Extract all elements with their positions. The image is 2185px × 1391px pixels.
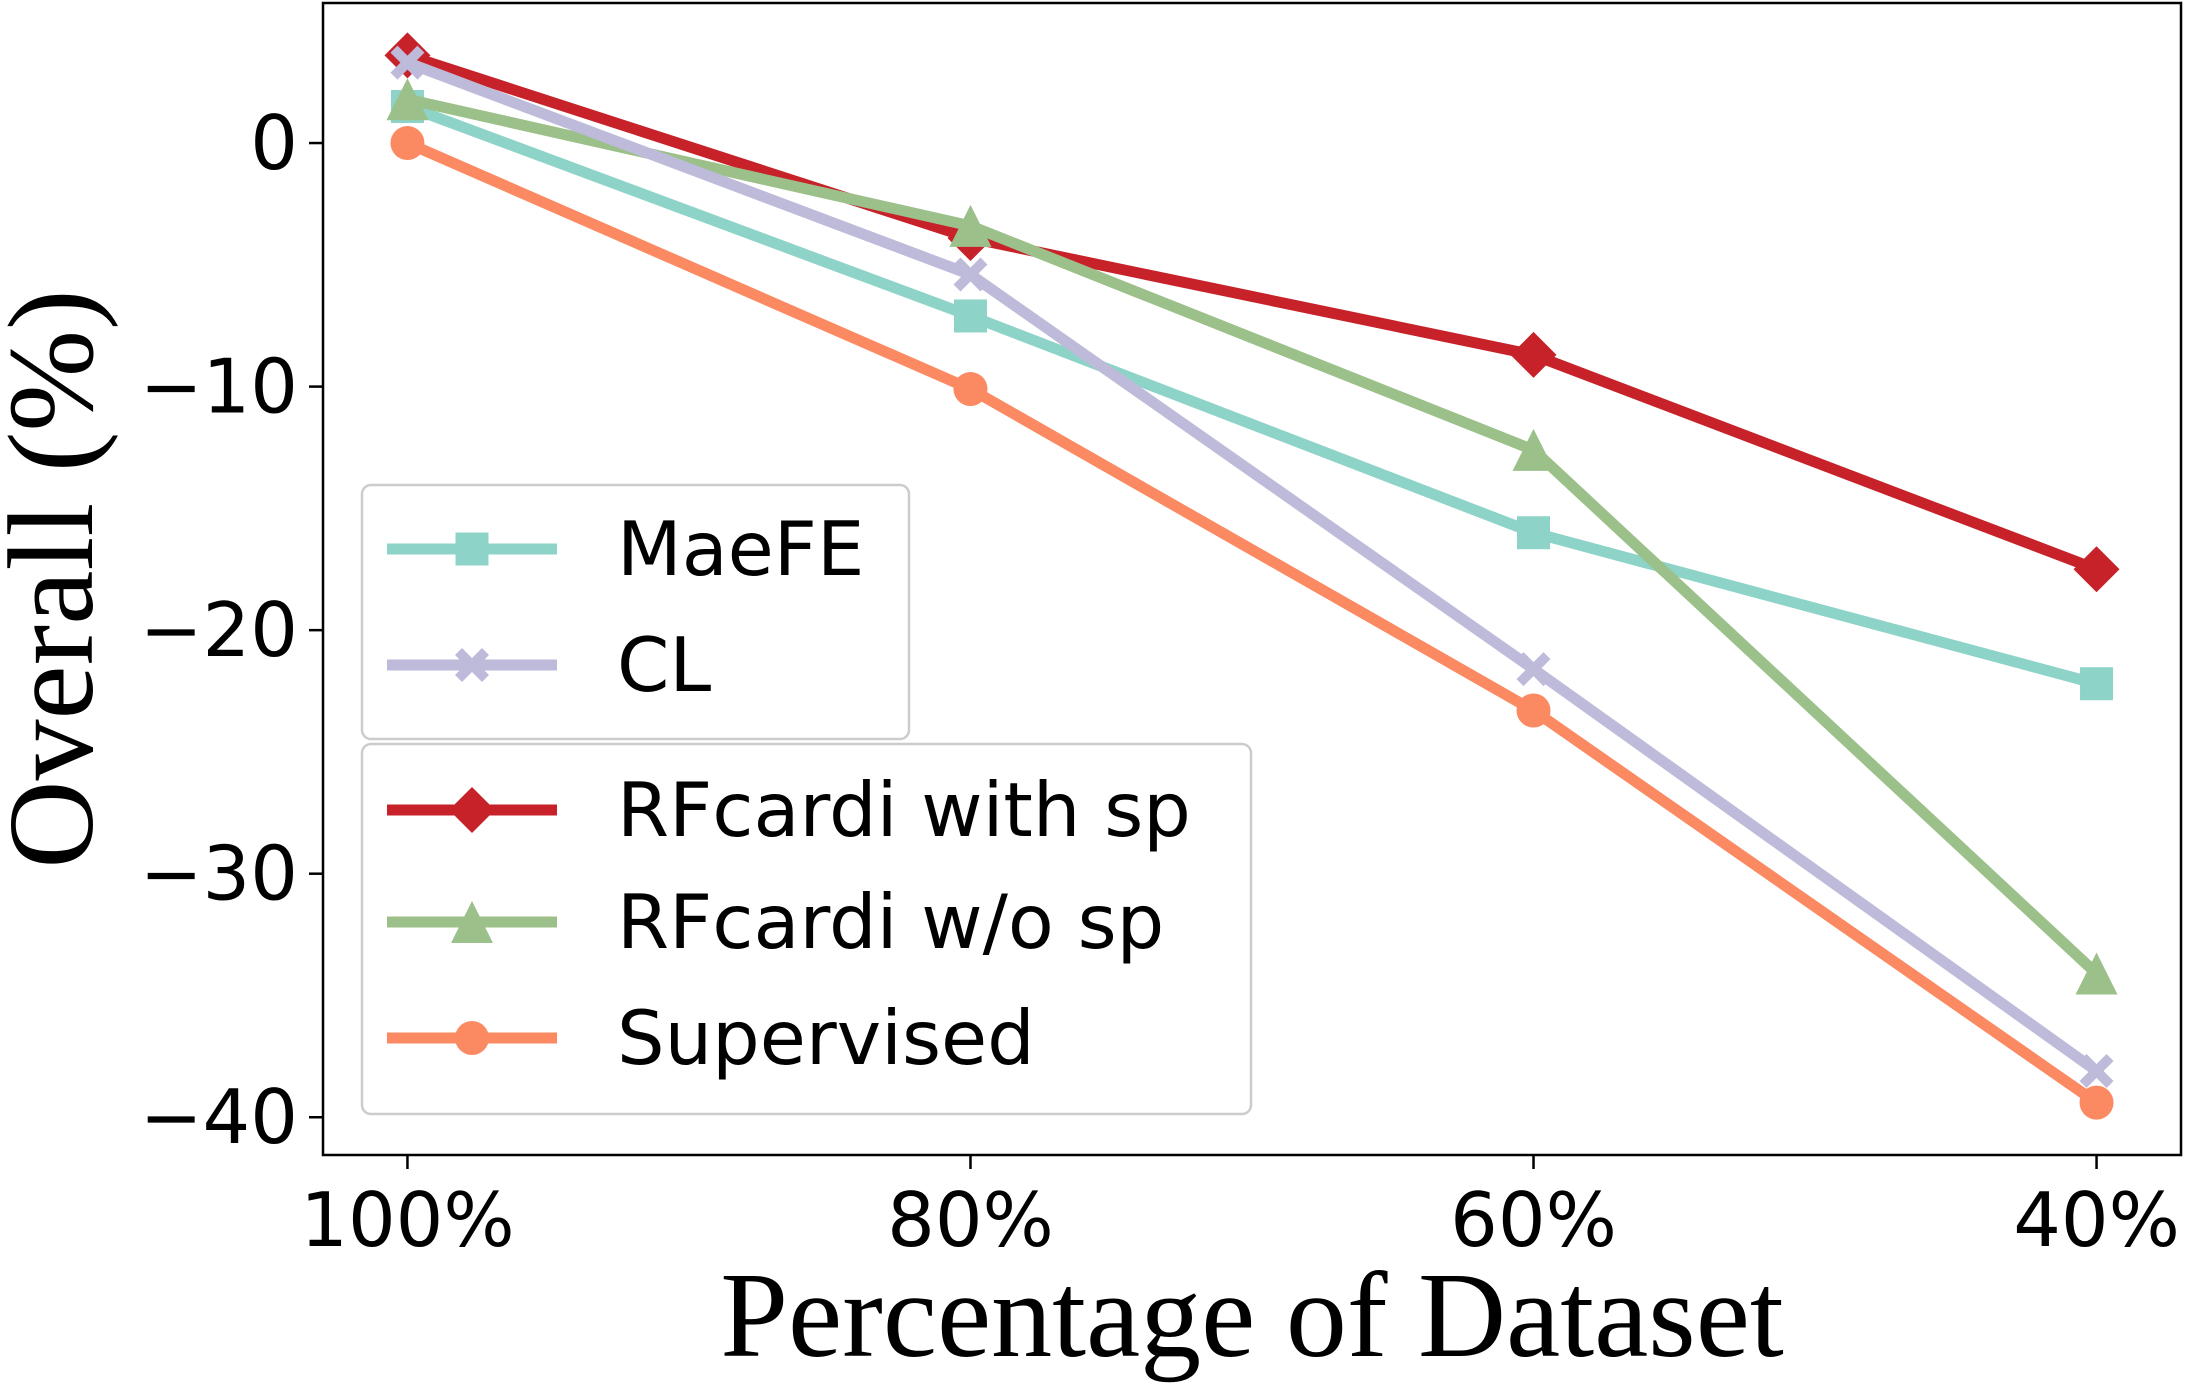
plot-area [384, 32, 2120, 1120]
y-tick-label: −30 [140, 830, 298, 918]
data-point-rfcardi-w-o-sp-80 [949, 204, 992, 247]
legend-marker-cl [455, 648, 489, 682]
x-tick-label: 60% [1450, 1176, 1617, 1264]
series-supervised [390, 126, 2114, 1120]
data-point-supervised-80 [953, 372, 988, 407]
data-point-rfcardi-with-sp-60 [1510, 331, 1557, 378]
series-line-rfcardi-with-sp [400, 48, 2104, 577]
x-axis: 100% 80% 60% 40% [300, 1155, 2180, 1264]
data-point-supervised-40 [2079, 1085, 2114, 1120]
legend-entry-rfcardi-w-o-sp: RFcardi w/o sp [387, 878, 1164, 966]
data-point-maefe-80 [953, 299, 987, 333]
series-line-supervised [400, 135, 2105, 1111]
data-point-cl-40 [2079, 1053, 2114, 1088]
y-tick-label: −40 [140, 1073, 298, 1161]
axes-frame [321, 1, 2183, 1157]
legend-entry-cl: CL [387, 621, 711, 709]
data-point-cl-60 [1516, 652, 1551, 687]
legend-label-rfcardi-w-o-sp: RFcardi w/o sp [617, 878, 1164, 966]
legend-marker-maefe [455, 532, 489, 566]
legend-frame [360, 742, 1253, 1116]
series-line-cl [400, 55, 2105, 1079]
y-tick-label: −20 [140, 586, 298, 674]
data-point-rfcardi-w-o-sp-100 [386, 78, 429, 121]
y-tick-label: −10 [140, 343, 298, 431]
data-point-cl-100 [390, 45, 425, 80]
x-axis-label: Percentage of Dataset [720, 1248, 1784, 1383]
legend: MaeFE CL RFcardi with sp RFcardi w/o sp Supe… [360, 483, 1253, 1116]
legend-label-cl: CL [617, 621, 711, 709]
legend-box-1: MaeFE CL [360, 483, 911, 741]
data-point-supervised-60 [1516, 693, 1551, 728]
data-point-rfcardi-with-sp-100 [384, 32, 431, 79]
data-point-supervised-100 [390, 126, 425, 161]
legend-label-rfcardi-with-sp: RFcardi with sp [617, 766, 1191, 854]
legend-marker-rfcardi-w-o-sp [451, 901, 493, 943]
data-point-rfcardi-with-sp-40 [2073, 546, 2120, 593]
legend-marker-rfcardi-with-sp [449, 787, 495, 833]
legend-box-2: RFcardi with sp RFcardi w/o sp Supervised [360, 742, 1253, 1116]
legend-entry-maefe: MaeFE [387, 505, 864, 593]
data-point-rfcardi-w-o-sp-40 [2075, 952, 2118, 995]
y-axis-label: Overall (%) [0, 289, 119, 868]
data-point-rfcardi-w-o-sp-60 [1512, 428, 1555, 471]
data-point-maefe-60 [1517, 516, 1551, 550]
x-tick-label: 80% [887, 1176, 1054, 1264]
series-line-maefe [400, 99, 2104, 691]
legend-entry-supervised: Supervised [387, 994, 1035, 1082]
y-tick-label: 0 [250, 99, 298, 187]
legend-label-supervised: Supervised [617, 994, 1035, 1082]
y-axis: 0 −10 −20 −30 −40 [140, 99, 323, 1161]
data-point-cl-80 [953, 257, 988, 292]
legend-marker-supervised [455, 1021, 489, 1055]
data-point-maefe-40 [2080, 667, 2114, 701]
x-tick-label: 100% [300, 1176, 514, 1264]
x-tick-label: 40% [2013, 1176, 2180, 1264]
legend-entry-rfcardi-with-sp: RFcardi with sp [387, 766, 1191, 854]
series-line-rfcardi-w-o-sp [400, 92, 2105, 982]
series-cl [390, 45, 2114, 1088]
legend-label-maefe: MaeFE [617, 505, 864, 593]
series-rfcardi-w-o-sp [386, 78, 2118, 995]
